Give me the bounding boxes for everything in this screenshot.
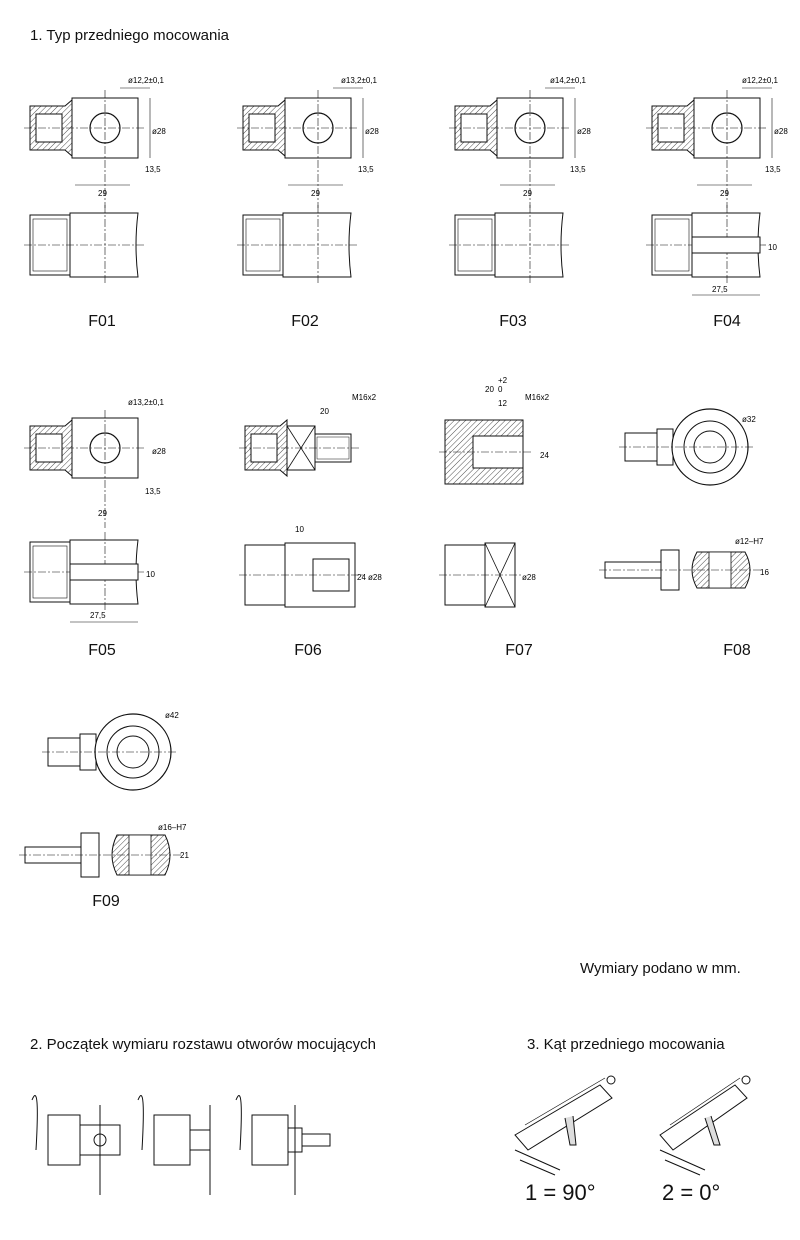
- drawing-f04-side: [645, 204, 769, 296]
- f06-thread-dim: M16x2: [352, 393, 377, 402]
- section1-title: 1. Typ przedniego mocowania: [30, 27, 230, 44]
- f04-len-dim: 29: [720, 189, 729, 198]
- drawing-f03-side: [448, 204, 572, 286]
- f01-len-dim: 29: [98, 189, 107, 198]
- f07-dia-dim: ø28: [522, 573, 536, 582]
- angle-0-drawing: [659, 1075, 751, 1176]
- f05-hole-dim: ø13,2±0,1: [128, 398, 165, 407]
- section2-drawing-3: [235, 1095, 331, 1195]
- label-f08: F08: [723, 642, 751, 659]
- f04-hole-dim: ø12,2±0,1: [742, 76, 779, 85]
- drawing-f01-top: [23, 89, 147, 209]
- drawing-f09-top: [42, 713, 178, 791]
- f06-head-dim: 10: [295, 525, 304, 534]
- section2-drawing-2: [137, 1095, 211, 1195]
- f04-slot-len-dim: 27,5: [712, 285, 728, 294]
- f06-w-dim: 24: [357, 573, 366, 582]
- f01-hole-dim: ø12,2±0,1: [128, 76, 165, 85]
- angle-90-drawing: [514, 1075, 616, 1176]
- units-note: Wymiary podano w mm.: [580, 960, 741, 977]
- f05-slot-dim: 10: [146, 570, 155, 579]
- drawing-f09-side: [19, 832, 181, 878]
- f09-eye-dim: ø42: [165, 711, 179, 720]
- f09-w-dim: 21: [180, 851, 189, 860]
- label-f01: F01: [88, 313, 116, 330]
- f03-hole-dim: ø14,2±0,1: [550, 76, 587, 85]
- f05-slot-len-dim: 27,5: [90, 611, 106, 620]
- drawing-f08-side: [599, 549, 761, 591]
- label-f03: F03: [499, 313, 527, 330]
- drawing-f06-top: [239, 418, 359, 478]
- drawing-f04-top: [645, 89, 769, 209]
- angle-option-0: 2 = 0°: [662, 1180, 721, 1205]
- drawing-f02-side: [236, 204, 360, 286]
- label-f05: F05: [88, 642, 116, 659]
- label-f07: F07: [505, 642, 533, 659]
- section3-title: 3. Kąt przedniego mocowania: [527, 1036, 725, 1053]
- drawing-f07-side: [439, 542, 523, 608]
- f08-bore-dim: ø12–H7: [735, 537, 764, 546]
- f03-dia-dim: ø28: [577, 127, 591, 136]
- f08-w-dim: 16: [760, 568, 769, 577]
- label-f06: F06: [294, 642, 322, 659]
- section2-title: 2. Początek wymiaru rozstawu otworów moc…: [30, 1036, 376, 1053]
- f03-off-dim: 13,5: [570, 165, 586, 174]
- label-f02: F02: [291, 313, 319, 330]
- f07-inner-dim: 12: [498, 399, 507, 408]
- drawing-f03-top: [448, 89, 572, 209]
- f04-slot-dim: 10: [768, 243, 777, 252]
- f02-off-dim: 13,5: [358, 165, 374, 174]
- drawing-f06-side: [239, 542, 363, 608]
- label-f04: F04: [713, 313, 741, 330]
- section2-drawing-1: [31, 1095, 121, 1195]
- f02-hole-dim: ø13,2±0,1: [341, 76, 378, 85]
- angle-option-90: 1 = 90°: [525, 1180, 596, 1205]
- f05-off-dim: 13,5: [145, 487, 161, 496]
- drawing-f07-top: [439, 419, 531, 485]
- f07-tol-top-dim: +2: [498, 376, 508, 385]
- f06-dia-dim: ø28: [368, 573, 382, 582]
- f05-dia-dim: ø28: [152, 447, 166, 456]
- f07-w-dim: 24: [540, 451, 549, 460]
- label-f09: F09: [92, 893, 120, 910]
- f07-tol-bot-dim: 0: [498, 385, 503, 394]
- drawing-f02-top: [236, 89, 360, 209]
- drawing-f05-side: [23, 531, 147, 623]
- f02-len-dim: 29: [311, 189, 320, 198]
- drawing-f01-side: [23, 204, 147, 286]
- f06-thread-len-dim: 20: [320, 407, 329, 416]
- f08-eye-dim: ø32: [742, 415, 756, 424]
- f09-bore-dim: ø16–H7: [158, 823, 187, 832]
- f05-len-dim: 29: [98, 509, 107, 518]
- f01-dia-dim: ø28: [152, 127, 166, 136]
- f02-dia-dim: ø28: [365, 127, 379, 136]
- f07-thread-dim: M16x2: [525, 393, 550, 402]
- drawing-f08-top: [619, 408, 755, 486]
- f04-off-dim: 13,5: [765, 165, 781, 174]
- f07-depth-dim: 20: [485, 385, 494, 394]
- f04-dia-dim: ø28: [774, 127, 788, 136]
- f03-len-dim: 29: [523, 189, 532, 198]
- f01-off-dim: 13,5: [145, 165, 161, 174]
- drawing-f05-top: [23, 409, 147, 529]
